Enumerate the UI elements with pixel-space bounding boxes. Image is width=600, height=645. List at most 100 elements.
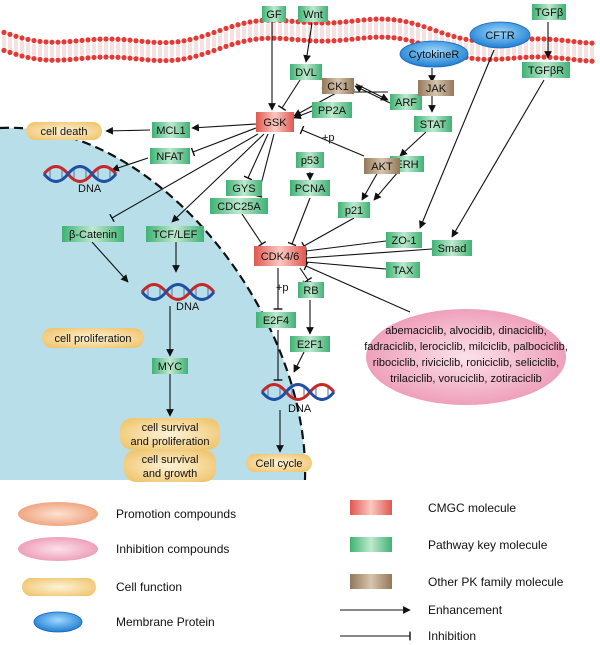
svg-text:TGFβR: TGFβR	[528, 65, 564, 77]
svg-text:Membrane Protein: Membrane Protein	[116, 615, 215, 629]
svg-text:TAX: TAX	[393, 265, 414, 277]
node-bcatenin[interactable]: β-Catenin	[62, 226, 124, 242]
svg-text:p21: p21	[345, 205, 363, 217]
svg-text:p53: p53	[301, 155, 319, 167]
legend-membrane-protein: Membrane Protein	[33, 611, 215, 633]
svg-text:CK1: CK1	[327, 81, 348, 93]
node-gsk[interactable]: GSK	[256, 112, 294, 132]
svg-text:ERH: ERH	[395, 159, 418, 171]
node-nfat[interactable]: NFAT	[150, 148, 190, 164]
nucleus	[0, 127, 306, 481]
svg-text:ARF: ARF	[395, 97, 417, 109]
svg-text:E2F4: E2F4	[263, 315, 289, 327]
svg-text:Inhibition: Inhibition	[428, 629, 476, 643]
svg-text:GYS: GYS	[232, 183, 255, 195]
svg-text:NFAT: NFAT	[156, 151, 184, 163]
svg-text:DNA: DNA	[176, 301, 200, 313]
svg-text:DNA: DNA	[288, 403, 312, 415]
legend-inhibition: Inhibition	[340, 629, 476, 643]
node-zo1[interactable]: ZO-1	[386, 232, 422, 248]
svg-text:Cell function: Cell function	[116, 580, 182, 594]
node-p21[interactable]: p21	[338, 202, 370, 218]
phospho-label-e2f4: +p	[276, 282, 289, 294]
node-tgfb[interactable]: TGFβ	[532, 4, 566, 20]
svg-text:Inhibition compounds: Inhibition compounds	[116, 542, 229, 556]
function-cell-survival-proliferation: cell survival and proliferation	[120, 418, 220, 450]
svg-text:RB: RB	[303, 285, 318, 297]
svg-text:Other PK family molecule: Other PK family molecule	[428, 575, 564, 589]
legend: Promotion compounds Inhibition compounds…	[18, 500, 564, 643]
svg-text:DNA: DNA	[78, 183, 102, 195]
svg-text:GSK: GSK	[263, 117, 287, 129]
legend-inhibition-compounds: Inhibition compounds	[18, 537, 229, 561]
cftr-channel[interactable]: CFTR	[469, 21, 531, 49]
svg-text:CDK4/6: CDK4/6	[261, 251, 300, 263]
node-e2f1[interactable]: E2F1	[290, 336, 330, 352]
svg-text:abemaciclib, alvocidib, dinaci: abemaciclib, alvocidib, dinaciclib,	[385, 325, 546, 337]
svg-text:fadraciclib, lerociclib, milci: fadraciclib, lerociclib, milciclib, palb…	[364, 341, 568, 353]
svg-text:Smad: Smad	[438, 243, 467, 255]
svg-text:CFTR: CFTR	[485, 30, 514, 42]
svg-text:PCNA: PCNA	[295, 183, 326, 195]
node-stat[interactable]: STAT	[414, 116, 452, 132]
dna-icon: DNA	[140, 283, 216, 313]
node-myc[interactable]: MYC	[152, 358, 188, 374]
node-akt[interactable]: AKT	[364, 158, 400, 174]
function-cell-death: cell death	[26, 122, 102, 140]
node-cdc25a[interactable]: CDC25A	[210, 198, 268, 214]
legend-cell-function: Cell function	[22, 578, 182, 596]
svg-text:Cell cycle: Cell cycle	[255, 458, 302, 470]
svg-text:Promotion compounds: Promotion compounds	[116, 507, 236, 521]
node-gys[interactable]: GYS	[226, 180, 262, 196]
phospho-label-akt-gsk: +p	[322, 132, 335, 144]
node-pcna[interactable]: PCNA	[290, 180, 330, 196]
svg-text:ribociclib, riviciclib, ronici: ribociclib, riviciclib, roniciclib, seli…	[373, 357, 559, 369]
svg-text:CDC25A: CDC25A	[217, 201, 261, 213]
cytokine-receptor[interactable]: CytokineR	[399, 40, 469, 68]
node-smad[interactable]: Smad	[432, 240, 472, 256]
legend-pathway-key-molecule: Pathway key molecule	[350, 537, 548, 552]
node-dvl[interactable]: DVL	[290, 64, 322, 80]
node-cdk46[interactable]: CDK4/6	[254, 246, 306, 266]
svg-text:GF: GF	[266, 9, 282, 21]
node-e2f4[interactable]: E2F4	[256, 312, 296, 328]
svg-text:MYC: MYC	[158, 361, 183, 373]
svg-text:trilaciclib, voruciclib, zotir: trilaciclib, voruciclib, zotiraciclib	[390, 373, 542, 385]
node-p53[interactable]: p53	[296, 152, 324, 168]
function-cell-survival-growth: cell survival and growth	[124, 450, 216, 482]
svg-text:cell survival: cell survival	[142, 454, 199, 466]
svg-text:DVL: DVL	[295, 67, 316, 79]
svg-text:Enhancement: Enhancement	[428, 603, 503, 617]
svg-text:β-Catenin: β-Catenin	[69, 229, 117, 241]
node-wnt[interactable]: Wnt	[298, 6, 328, 22]
svg-text:and proliferation: and proliferation	[131, 436, 210, 448]
node-jak[interactable]: JAK	[418, 80, 454, 96]
node-tcflef[interactable]: TCF/LEF	[146, 226, 204, 242]
svg-text:cell survival: cell survival	[142, 422, 199, 434]
svg-text:CMGC molecule: CMGC molecule	[428, 501, 516, 515]
node-tgfbr[interactable]: TGFβR	[522, 62, 570, 78]
svg-text:Wnt: Wnt	[303, 9, 323, 21]
svg-text:and growth: and growth	[143, 468, 197, 480]
legend-cmgc-molecule: CMGC molecule	[350, 500, 516, 515]
node-rb[interactable]: RB	[298, 282, 324, 298]
function-cell-cycle: Cell cycle	[246, 454, 312, 472]
node-tax[interactable]: TAX	[386, 262, 420, 278]
svg-text:E2F1: E2F1	[297, 339, 323, 351]
inhibition-compounds: abemaciclib, alvocidib, dinaciclib, fadr…	[364, 309, 568, 405]
dna-icon: DNA	[260, 383, 336, 415]
svg-text:TGFβ: TGFβ	[535, 7, 563, 19]
node-pp2a[interactable]: PP2A	[312, 102, 352, 118]
node-arf[interactable]: ARF	[390, 94, 422, 110]
svg-text:TCF/LEF: TCF/LEF	[153, 229, 198, 241]
svg-text:MCL1: MCL1	[156, 125, 185, 137]
legend-enhancement: Enhancement	[340, 603, 503, 617]
legend-promotion-compounds: Promotion compounds	[18, 502, 236, 526]
svg-text:cell proliferation: cell proliferation	[54, 333, 131, 345]
svg-text:CytokineR: CytokineR	[409, 49, 460, 61]
node-ck1[interactable]: CK1	[322, 78, 354, 94]
svg-text:Pathway key molecule: Pathway key molecule	[428, 538, 548, 552]
node-mcl1[interactable]: MCL1	[152, 122, 190, 138]
node-gf[interactable]: GF	[262, 6, 286, 22]
